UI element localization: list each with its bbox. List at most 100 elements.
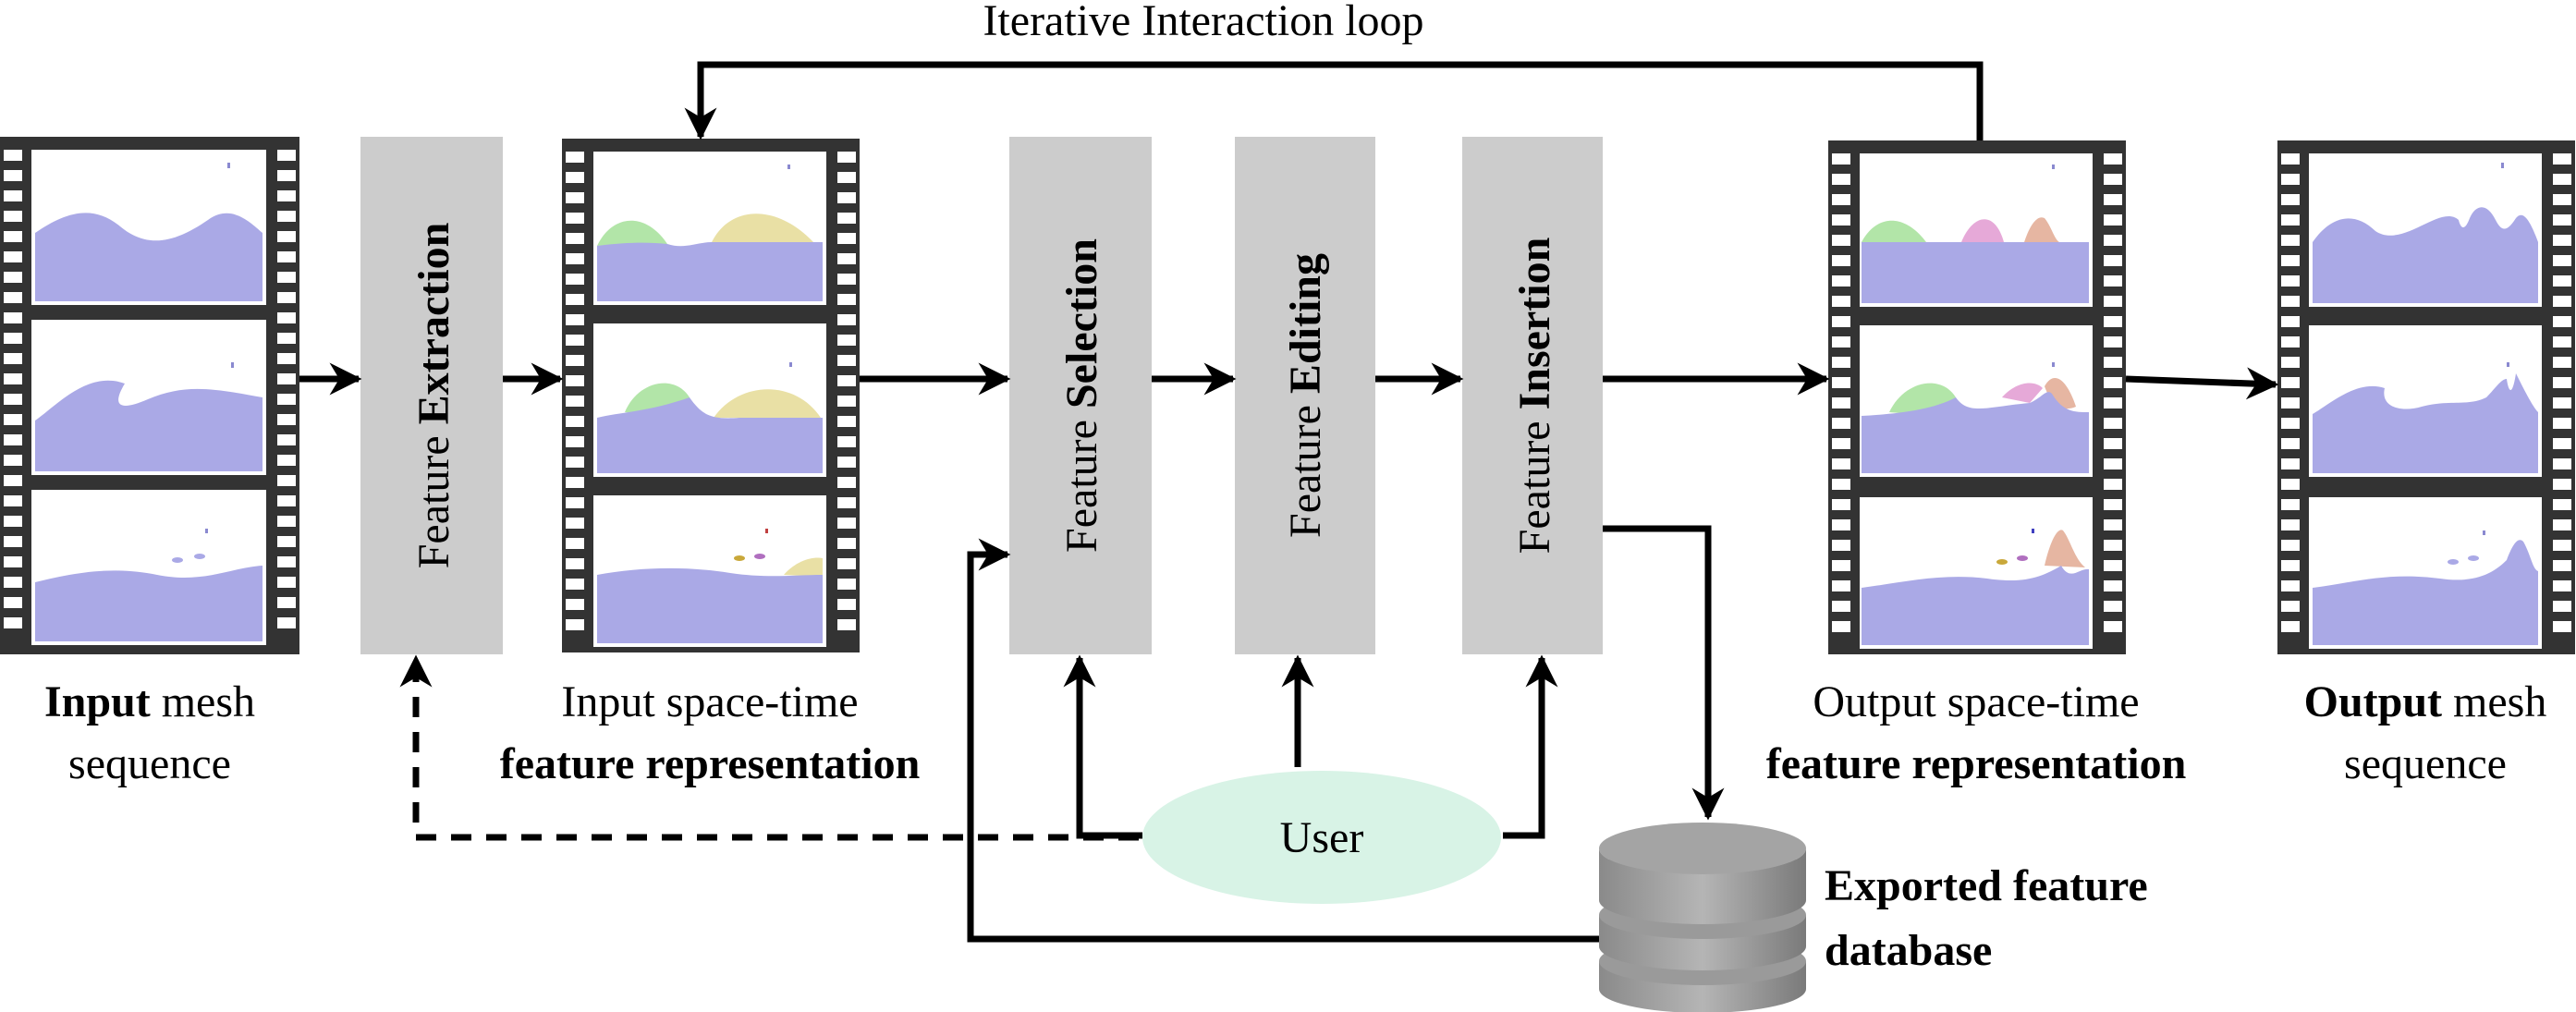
user-ellipse	[1142, 771, 1501, 904]
sprocket-hole	[1832, 479, 1850, 490]
sprocket-hole	[566, 233, 584, 244]
flow-arrows	[299, 61, 2279, 943]
sprocket-hole	[4, 353, 22, 364]
sprocket-hole	[2553, 397, 2571, 408]
caption-output-rep: Output space-time feature representation	[1766, 677, 2187, 788]
sprocket-hole	[1832, 438, 1850, 449]
sprocket-hole	[1832, 275, 1850, 287]
sprocket-hole	[837, 192, 856, 203]
sprocket-hole	[277, 170, 296, 181]
sprocket-hole	[2104, 479, 2122, 490]
sprocket-hole	[277, 536, 296, 547]
sprocket-hole	[2281, 601, 2300, 612]
sprocket-hole	[2553, 580, 2571, 591]
feature-frame	[593, 152, 826, 305]
sprocket-hole	[4, 251, 22, 262]
sprocket-hole	[277, 516, 296, 527]
mesh-frame	[31, 320, 266, 475]
sprocket-hole	[566, 599, 584, 610]
sprocket-hole	[2281, 540, 2300, 551]
sprocket-hole	[566, 436, 584, 447]
sprocket-hole	[4, 617, 22, 628]
feature-frame	[1860, 497, 2093, 649]
sprocket-hole	[1832, 316, 1850, 327]
sprocket-hole	[837, 579, 856, 590]
sprocket-hole	[2281, 153, 2300, 165]
sprocket-hole	[2553, 499, 2571, 510]
sprocket-hole	[2104, 377, 2122, 388]
user-label: User	[1280, 813, 1364, 862]
sprocket-hole	[4, 373, 22, 384]
output-feature-filmstrip	[1828, 140, 2126, 654]
stage-box	[1009, 137, 1152, 654]
sprocket-hole	[837, 355, 856, 366]
sprocket-hole	[2281, 621, 2300, 632]
sprocket-hole	[2281, 438, 2300, 449]
sprocket-hole	[277, 495, 296, 506]
sprocket-hole	[837, 558, 856, 569]
sprocket-hole	[2281, 397, 2300, 408]
sprocket-hole	[837, 335, 856, 346]
sprocket-hole	[2281, 479, 2300, 490]
arrow-iterative-loop	[684, 61, 1984, 140]
sprocket-hole	[1832, 519, 1850, 530]
sprocket-hole	[2553, 540, 2571, 551]
sprocket-hole	[2281, 275, 2300, 287]
sprocket-hole	[2553, 174, 2571, 185]
sprocket-hole	[1832, 499, 1850, 510]
sprocket-hole	[2104, 174, 2122, 185]
sprocket-hole	[277, 455, 296, 466]
sprocket-hole	[1832, 336, 1850, 347]
sprocket-hole	[837, 497, 856, 508]
film-sprocket-holes	[566, 152, 584, 630]
sprocket-hole	[4, 414, 22, 425]
sprocket-hole	[4, 434, 22, 445]
sprocket-hole	[4, 495, 22, 506]
sprocket-hole	[1832, 621, 1850, 632]
sprocket-hole	[4, 170, 22, 181]
sprocket-hole	[2281, 255, 2300, 266]
film-sprocket-holes	[2553, 153, 2571, 632]
sprocket-hole	[1832, 377, 1850, 388]
sprocket-hole	[277, 150, 296, 161]
sprocket-hole	[2104, 621, 2122, 632]
output-mesh-filmstrip	[2277, 140, 2575, 654]
sprocket-hole	[566, 253, 584, 264]
sprocket-hole	[277, 333, 296, 344]
sprocket-hole	[4, 190, 22, 201]
sprocket-hole	[566, 274, 584, 285]
sprocket-hole	[837, 314, 856, 325]
sprocket-hole	[2104, 153, 2122, 165]
sprocket-hole	[4, 577, 22, 588]
stage-label: Feature Extraction	[409, 223, 458, 569]
svg-text:sequence: sequence	[68, 739, 231, 788]
sprocket-hole	[1832, 458, 1850, 469]
sprocket-hole	[837, 436, 856, 447]
feature-frame	[1860, 153, 2093, 307]
sprocket-hole	[4, 150, 22, 161]
stage-feature-extraction: Feature Extraction	[360, 137, 503, 654]
sprocket-hole	[2104, 519, 2122, 530]
sprocket-hole	[1832, 540, 1850, 551]
stage-feature-selection: Feature Selection	[1009, 137, 1152, 654]
sprocket-hole	[566, 396, 584, 407]
sprocket-hole	[2281, 235, 2300, 246]
sprocket-hole	[2553, 458, 2571, 469]
stage-feature-insertion: Feature Insertion	[1462, 137, 1603, 654]
sprocket-hole	[277, 373, 296, 384]
sprocket-hole	[277, 475, 296, 486]
sprocket-hole	[1832, 296, 1850, 307]
sprocket-hole	[2553, 296, 2571, 307]
sprocket-hole	[1832, 153, 1850, 165]
stage-label: Feature Editing	[1281, 253, 1330, 538]
sprocket-hole	[2553, 235, 2571, 246]
sprocket-hole	[277, 272, 296, 283]
caption-input-mesh: Input mesh sequence	[44, 677, 255, 788]
arrow-user-to-insertion	[1503, 654, 1558, 839]
sprocket-hole	[277, 414, 296, 425]
sprocket-hole	[2553, 275, 2571, 287]
sprocket-hole	[2553, 438, 2571, 449]
stage-box	[1462, 137, 1603, 654]
sprocket-hole	[837, 396, 856, 407]
sprocket-hole	[2281, 296, 2300, 307]
